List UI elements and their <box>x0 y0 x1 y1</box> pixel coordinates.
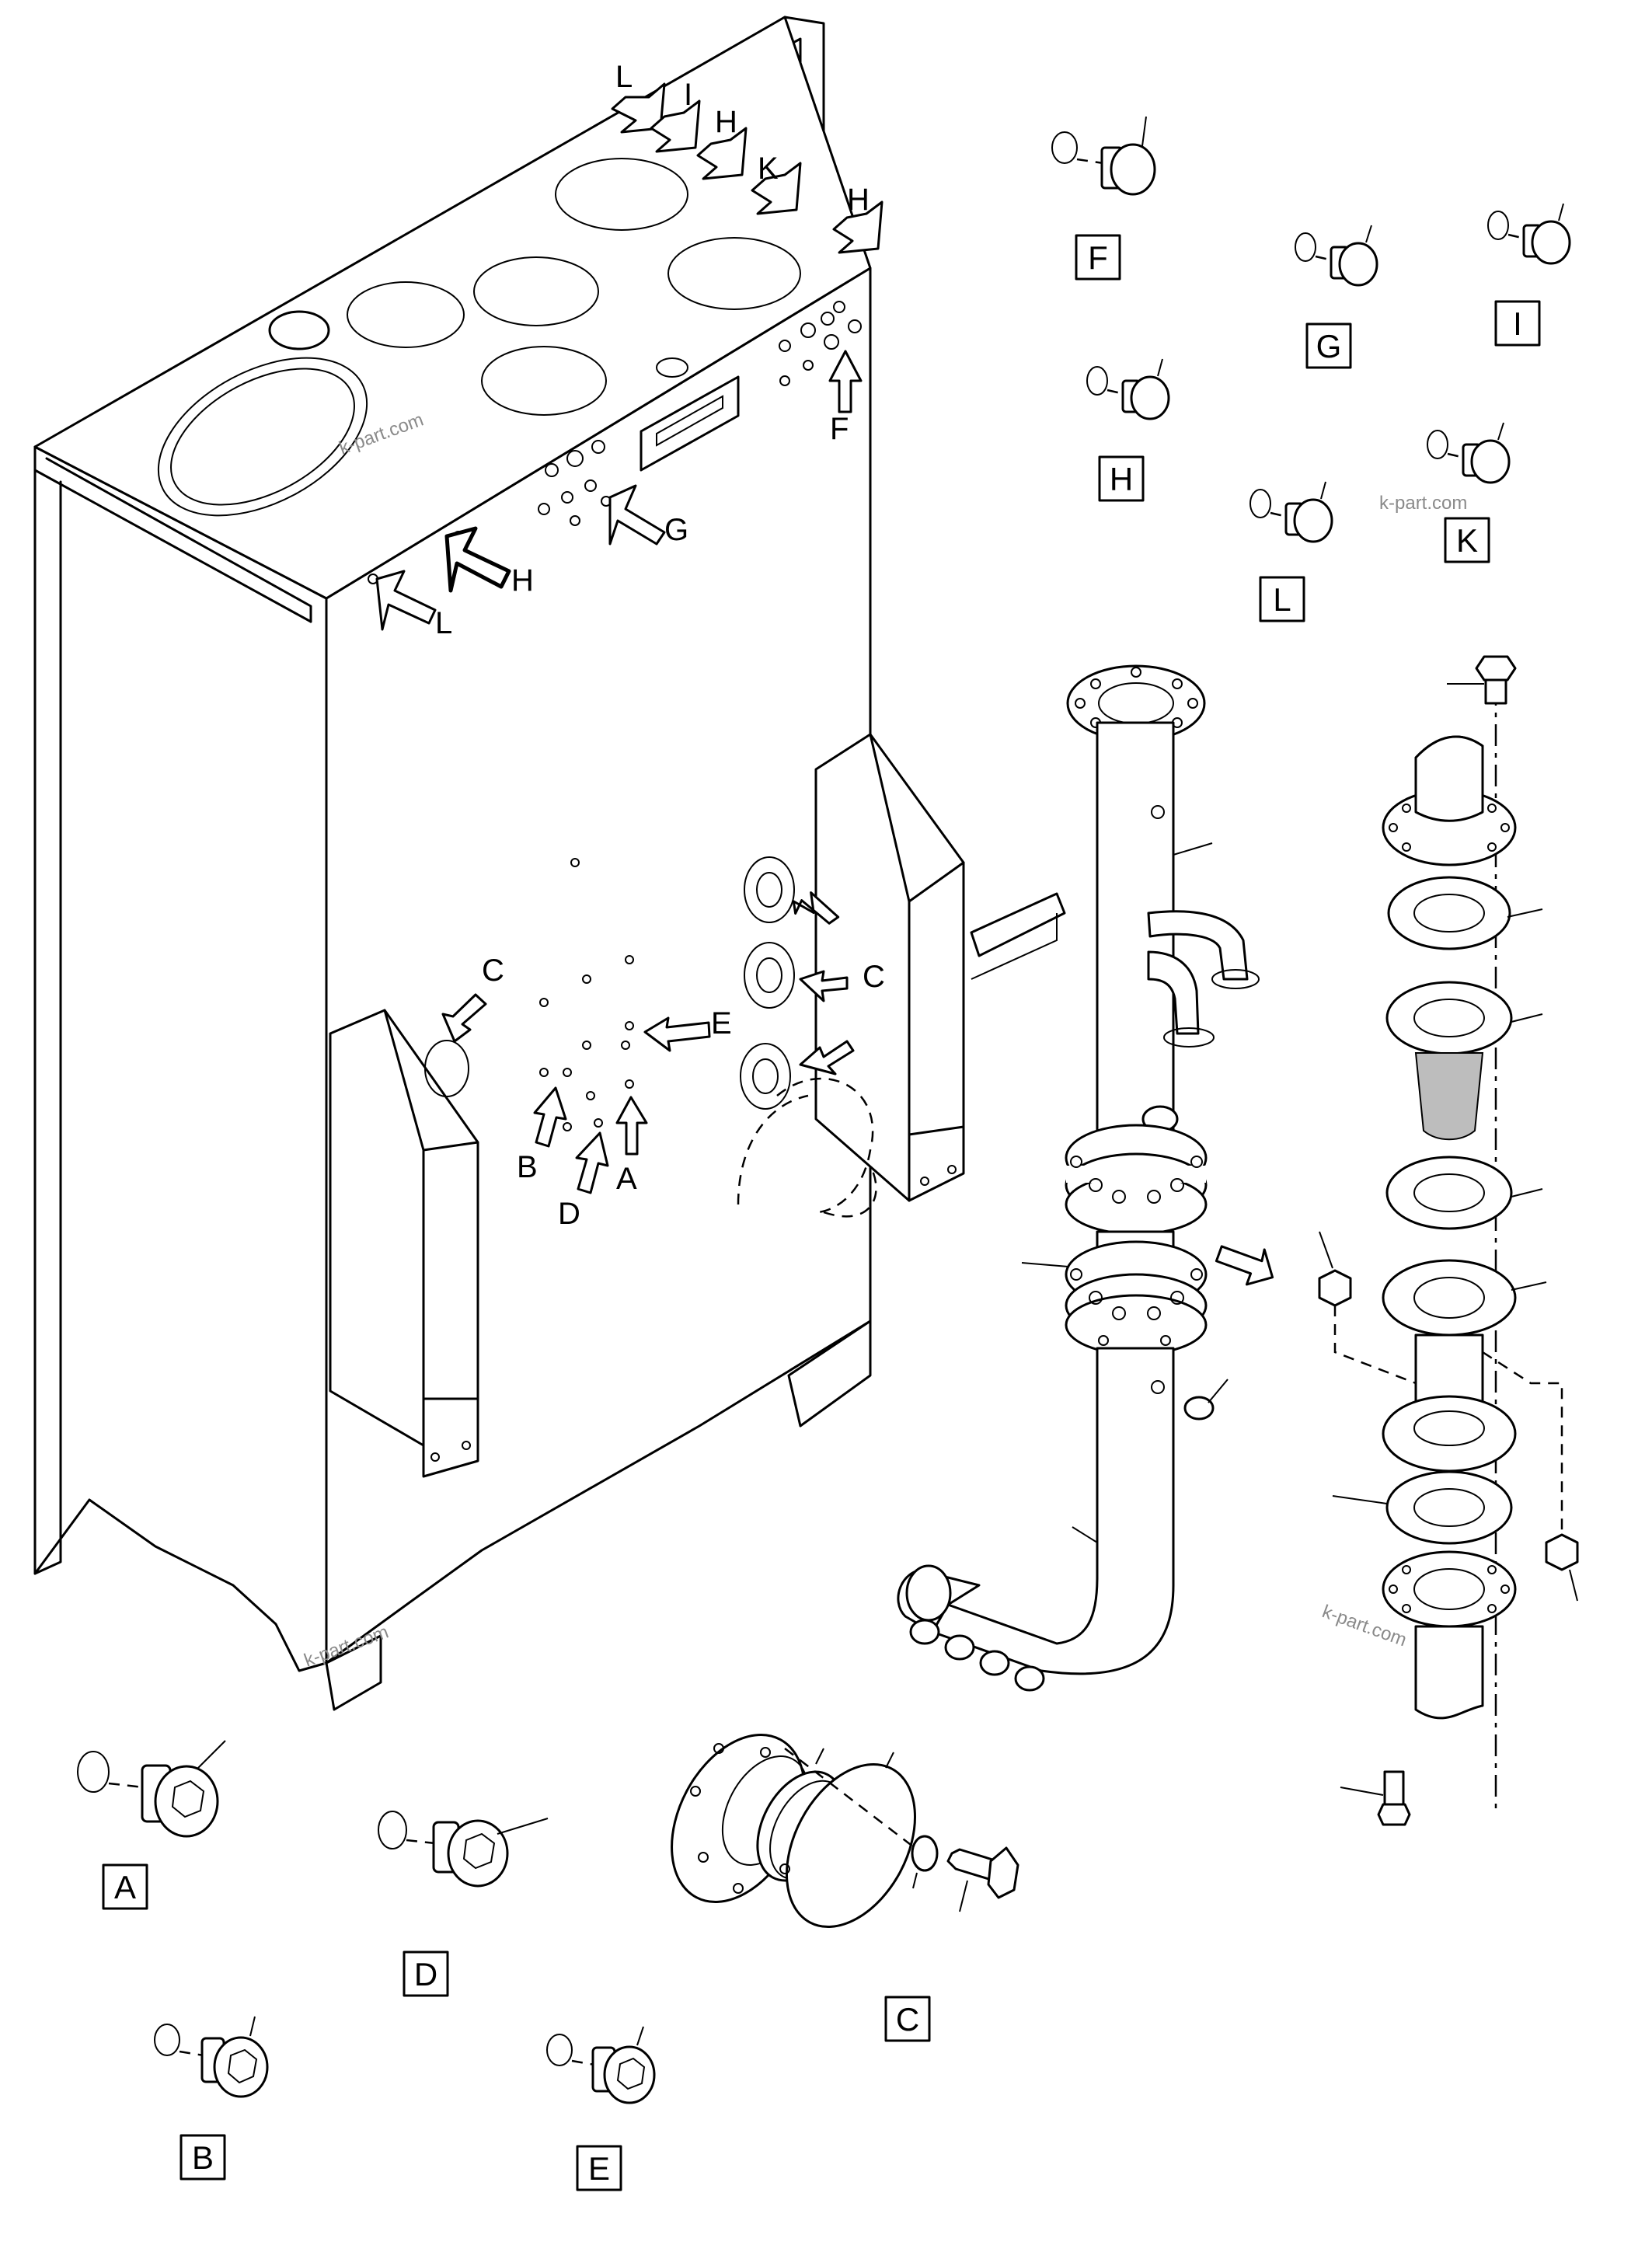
arrow-label-F: F <box>830 412 849 446</box>
arrow-label-L-front: L <box>435 606 452 640</box>
plug-detail-L <box>1249 481 1333 543</box>
svg-text:H: H <box>1110 461 1133 497</box>
plug-details-bottom <box>77 1734 1019 2104</box>
detail-box-I: I <box>1494 300 1541 347</box>
arrow-label-G: G <box>664 513 688 547</box>
arrow-letters: L I H K H F G H L C E C B D A <box>435 60 885 1231</box>
svg-text:L: L <box>1273 581 1291 618</box>
arrow-label-C-right: C <box>863 960 885 994</box>
plug-detail-F <box>1051 116 1156 196</box>
detail-box-L: L <box>1259 576 1305 622</box>
plug-details-top <box>1051 116 1571 543</box>
svg-text:G: G <box>1316 328 1342 364</box>
arrow-label-A: A <box>616 1162 637 1196</box>
detail-box-F: F <box>1075 234 1121 281</box>
svg-text:E: E <box>588 2150 610 2187</box>
svg-text:F: F <box>1088 239 1108 276</box>
arrow-label-I: I <box>684 78 692 112</box>
detail-box-K: K <box>1444 517 1490 563</box>
return-pipe-assembly <box>897 664 1274 1692</box>
arrow-label-B: B <box>517 1150 538 1184</box>
plug-detail-A <box>77 1740 226 1838</box>
arrow-label-H-right: H <box>847 183 870 217</box>
plug-detail-D <box>378 1811 549 1888</box>
detail-box-D: D <box>403 1950 449 1997</box>
arrow-label-D: D <box>558 1197 580 1231</box>
detail-box-E: E <box>576 2145 622 2191</box>
detail-box-G: G <box>1305 322 1352 369</box>
arrow-label-H-top: H <box>715 105 737 139</box>
strainer-stack <box>1318 655 1579 1826</box>
hydraulic-tank <box>33 16 1066 1711</box>
svg-text:C: C <box>896 2001 919 2038</box>
plug-detail-K <box>1427 422 1511 484</box>
callout-arrows <box>375 82 884 1194</box>
flange-cover-detail-C <box>671 1734 1019 1929</box>
arrow-label-E: E <box>711 1006 732 1041</box>
plug-detail-H <box>1086 358 1170 420</box>
detail-box-H: H <box>1098 455 1145 502</box>
detail-box-B: B <box>179 2134 226 2181</box>
svg-text:B: B <box>192 2139 214 2176</box>
svg-text:D: D <box>414 1956 437 1992</box>
plug-detail-G <box>1295 225 1378 287</box>
arrow-label-K: K <box>758 152 779 186</box>
watermark: k-part.com <box>1379 493 1467 514</box>
arrow-label-H-front: H <box>511 563 534 598</box>
svg-text:K: K <box>1456 522 1478 559</box>
arrow-label-C-left: C <box>482 953 504 988</box>
detail-box-C: C <box>884 1996 931 2042</box>
svg-text:A: A <box>114 1869 136 1905</box>
arrow-label-L-top: L <box>615 60 633 94</box>
detail-box-A: A <box>102 1863 148 1910</box>
plug-detail-E <box>546 2026 656 2104</box>
detail-letter-boxes: F G I H L K A D <box>102 234 1541 2191</box>
svg-text:I: I <box>1513 305 1522 342</box>
plug-detail-B <box>154 2016 269 2098</box>
plug-detail-I <box>1487 203 1571 265</box>
